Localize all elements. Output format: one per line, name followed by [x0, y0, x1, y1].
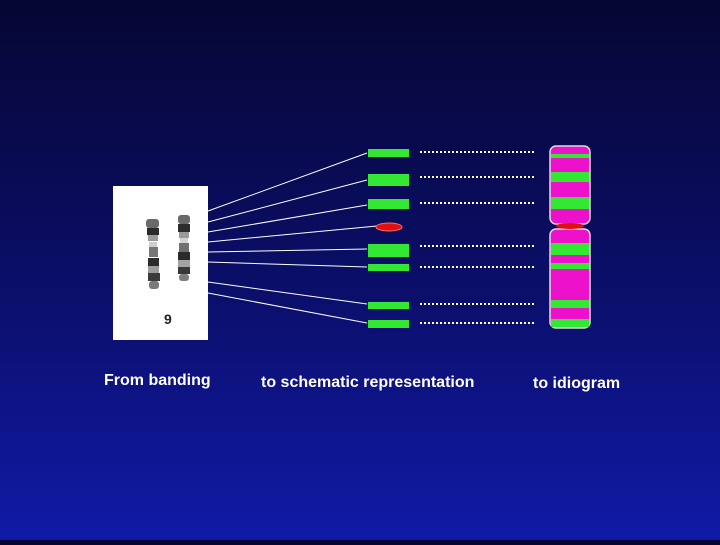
- idiogram-band: [551, 172, 589, 182]
- schematic-band: [368, 264, 409, 271]
- schematic-centromere: [375, 222, 403, 232]
- banding-photo: 9: [113, 186, 208, 340]
- idiogram-centromere: [556, 223, 584, 229]
- connector-line: [207, 281, 368, 305]
- schematic-band: [368, 149, 409, 157]
- caption-from-banding: From banding: [104, 372, 211, 389]
- idiogram-band: [551, 263, 589, 269]
- idiogram: [549, 145, 591, 329]
- connector-line: [207, 261, 368, 268]
- connector-line: [207, 179, 368, 223]
- caption-schematic-representation: to schematic representation: [261, 374, 475, 391]
- connector-lines: [207, 152, 378, 324]
- connector-line: [207, 248, 368, 253]
- schematic-band: [368, 199, 409, 209]
- schematic-representation: [368, 149, 409, 328]
- idiogram-band: [551, 197, 589, 209]
- idiogram-band: [551, 243, 589, 255]
- chromosome-right-image: [178, 215, 190, 281]
- chromosome-left-image: [146, 219, 160, 289]
- idiogram-band: [551, 319, 589, 327]
- connector-line: [207, 204, 368, 233]
- idiogram-band: [551, 300, 589, 308]
- schematic-band: [368, 244, 409, 257]
- chromosome-number-label: 9: [164, 311, 172, 327]
- schematic-band: [368, 320, 409, 328]
- caption-idiogram: to idiogram: [533, 375, 621, 392]
- dotted-guides: [420, 151, 535, 324]
- schematic-band: [368, 302, 409, 309]
- schematic-band: [368, 174, 409, 186]
- connector-line: [207, 225, 378, 243]
- connector-line: [207, 152, 368, 212]
- photo-panel: [113, 186, 208, 340]
- connector-line: [207, 292, 368, 324]
- idiogram-band: [551, 154, 589, 158]
